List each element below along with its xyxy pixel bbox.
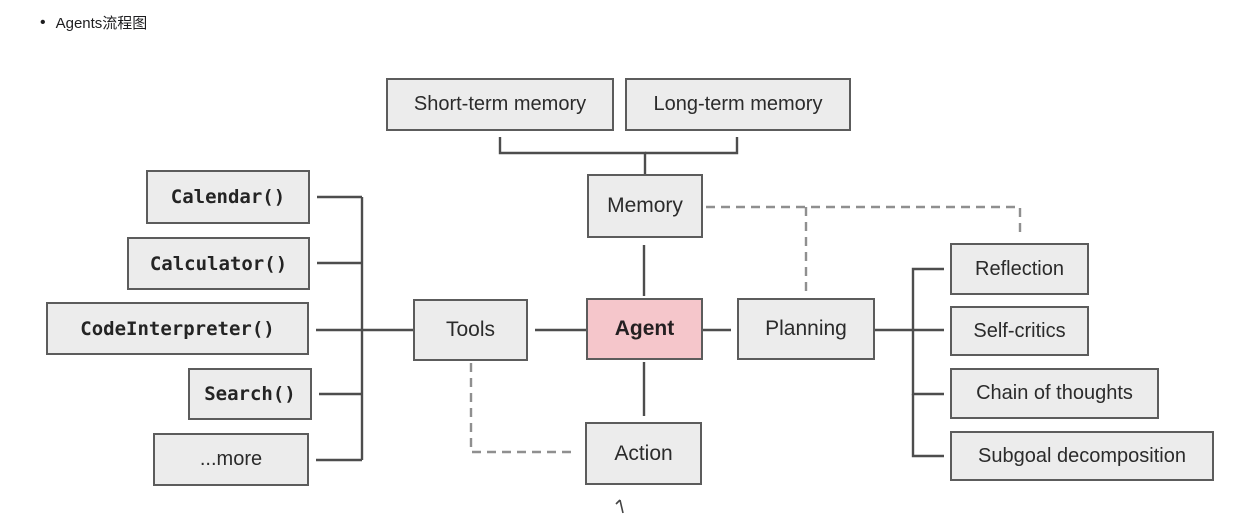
arrow-memory-to-short-term [498,137,647,176]
node-memory: Memory [587,174,703,238]
node-tools: Tools [413,299,528,361]
node-action: Action [585,422,702,485]
node-short-term-memory: Short-term memory [386,78,614,131]
arrow-planning-to-subgoal [911,394,944,458]
node-more: ...more [153,433,309,486]
page-title-text: Agents流程图 [55,15,148,32]
dashed-arrow-tools-to-action [469,363,577,454]
node-search: Search() [188,368,312,420]
node-subgoal-decomposition: Subgoal decomposition [950,431,1214,481]
dashed-arrow-memory-to-reflection [706,205,1022,236]
node-code-interpreter: CodeInterpreter() [46,302,309,355]
page-title: • Agents流程图 [40,12,147,33]
node-planning: Planning [737,298,875,360]
node-self-critics: Self-critics [950,306,1089,356]
node-calculator: Calculator() [127,237,310,290]
node-long-term-memory: Long-term memory [625,78,851,131]
node-reflection: Reflection [950,243,1089,295]
bullet-icon: • [40,13,46,31]
node-chain-of-thoughts: Chain of thoughts [950,368,1159,419]
arrow-memory-to-long-term [645,137,739,155]
node-agent: Agent [586,298,703,360]
cursor-artifact [615,499,624,514]
arrow-planning-to-reflection [911,267,944,330]
arrow-planning-to-chain-of-thoughts [911,330,944,396]
node-calendar: Calendar() [146,170,310,224]
